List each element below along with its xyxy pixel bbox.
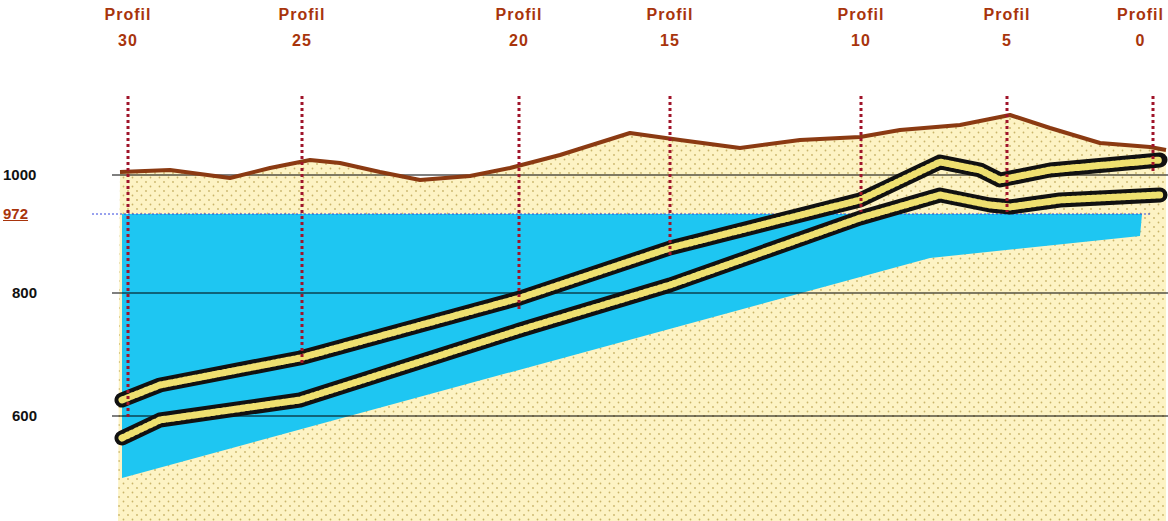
elevation-label: 800 [12,284,37,302]
profile-line [127,96,130,420]
profile-line [860,96,863,212]
coal-seam-texture [122,195,1160,438]
profile-line [518,96,521,310]
elevation-label: 1000 [3,166,36,184]
profile-label: Profil 25 [279,2,326,54]
profile-label: Profil 10 [838,2,885,54]
elevation-label: 972 [3,205,28,223]
profile-line [301,96,304,365]
sand-ground [118,115,1166,521]
surface-line [120,115,1166,180]
coal-seam [122,195,1160,438]
profile-line [1152,96,1155,172]
profile-label: Profil 0 [1117,2,1164,54]
profile-label: Profil 30 [105,2,152,54]
level-line [112,415,1168,416]
coal-seams [122,160,1160,438]
coal-seam [122,160,1160,400]
profile-lines [128,96,1153,420]
elevation-label: 600 [12,407,37,425]
profile-line [1006,96,1009,212]
coal-seam-texture [122,160,1160,400]
profile-label: Profil 20 [496,2,543,54]
water-level-line [92,214,1150,215]
profile-line [669,96,672,256]
profile-label: Profil 15 [647,2,694,54]
profile-label: Profil 5 [984,2,1031,54]
sand-texture [118,115,1166,521]
